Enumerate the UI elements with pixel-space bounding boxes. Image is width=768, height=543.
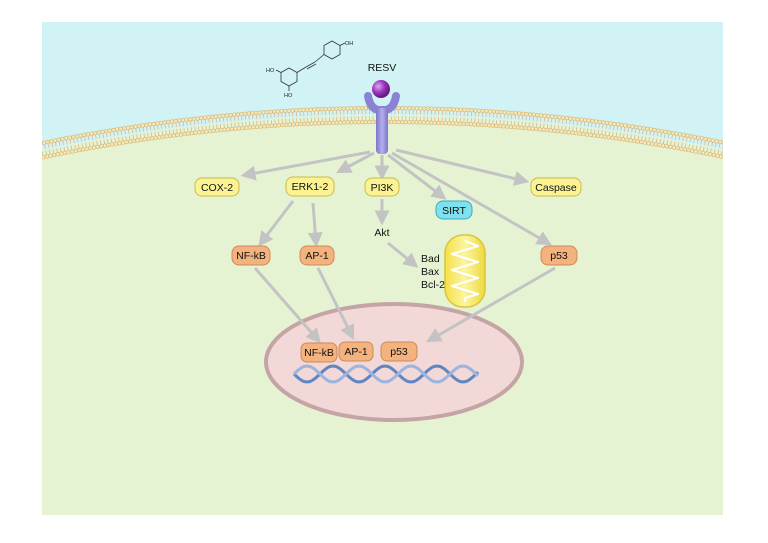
arrow-resv-erk: [336, 151, 375, 174]
node-cox2-label: COX-2: [201, 182, 233, 194]
nucleus-node-nfkb: NF-kB: [300, 342, 338, 363]
arrow-akt-bcl: [387, 241, 419, 268]
receptor: [364, 92, 400, 154]
mitochondrion: [444, 234, 486, 308]
bcl-family-item-bax: Bax: [421, 266, 440, 278]
node-pi3k: PI3K: [364, 177, 400, 197]
arrow-resv-sirt: [387, 153, 447, 200]
nucleus-node-p53: p53: [380, 341, 418, 362]
node-caspase-label: Caspase: [535, 182, 577, 194]
node-caspase: Caspase: [530, 177, 582, 197]
node-nfkb-label: NF-kB: [236, 250, 266, 262]
node-p53-label: p53: [550, 250, 568, 262]
arrow-resv-cox2: [240, 150, 371, 181]
node-erk: ERK1-2: [285, 176, 335, 197]
arrow-resv-caspase: [395, 148, 530, 186]
resv-label: RESV: [368, 62, 397, 74]
akt-label: Akt: [374, 227, 389, 239]
nucleus-node-p53-label: p53: [390, 346, 408, 358]
node-sirt-label: SIRT: [442, 205, 466, 217]
pathway-arrows: [240, 148, 556, 344]
resv-ligand: [372, 80, 390, 98]
node-erk-label: ERK1-2: [292, 181, 329, 193]
bcl-family-item-bcl2: Bcl-2: [421, 279, 445, 291]
arrow-p53-nucleus: [426, 266, 556, 343]
nucleus-node-ap1-label: AP-1: [344, 346, 368, 358]
nucleus-node-ap1: AP-1: [338, 341, 374, 362]
node-p53: p53: [540, 245, 578, 266]
node-nfkb: NF-kB: [231, 245, 271, 266]
node-pi3k-label: PI3K: [371, 182, 394, 194]
node-ap1-label: AP-1: [305, 250, 329, 262]
node-ap1: AP-1: [299, 245, 335, 266]
hydroxyl-label-left: HO: [266, 68, 275, 74]
arrow-ap1-nucleus: [316, 267, 355, 341]
arrow-erk-nfkb: [258, 200, 295, 247]
node-sirt: SIRT: [435, 200, 473, 220]
dna-helix: [292, 364, 480, 384]
hydroxyl-label-right: OH: [345, 41, 353, 47]
arrow-resv-p53: [391, 151, 552, 246]
bcl-family-item-bad: Bad: [421, 253, 440, 265]
hydroxyl-label-bottom: HO: [284, 93, 293, 99]
nucleus: [264, 302, 524, 422]
node-cox2: COX-2: [194, 177, 240, 197]
lipid-bilayer-membrane: [42, 105, 723, 160]
nucleus-node-nfkb-label: NF-kB: [304, 347, 334, 359]
resveratrol-structure: [275, 40, 346, 91]
arrow-erk-ap1: [307, 202, 323, 248]
arrow-nfkb-nucleus: [253, 267, 321, 344]
